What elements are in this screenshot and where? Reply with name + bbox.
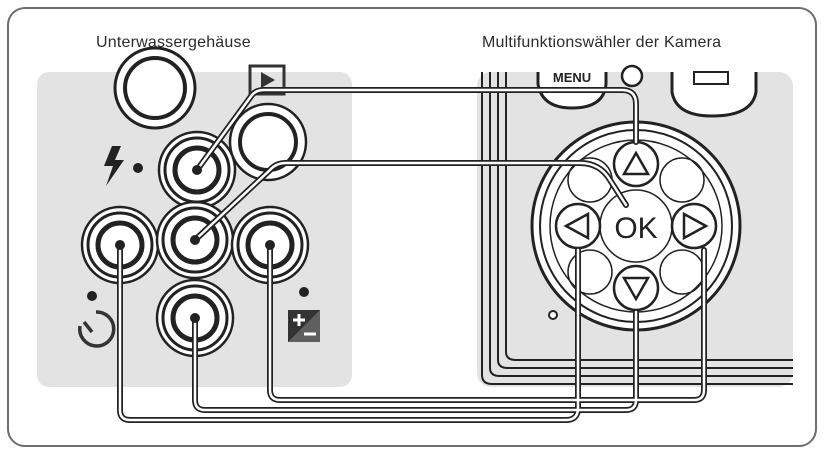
housing-top-button bbox=[113, 46, 197, 130]
arrow-down-icon bbox=[612, 264, 660, 312]
camera-body-contours bbox=[481, 72, 793, 385]
svg-text:MENU: MENU bbox=[553, 70, 591, 85]
camera-indicator-dot bbox=[548, 310, 558, 320]
play-icon bbox=[248, 64, 286, 96]
housing-title: Unterwassergehäuse bbox=[96, 34, 251, 51]
exposure-compensation-icon bbox=[288, 287, 320, 342]
flash-icon bbox=[104, 146, 143, 186]
camera-top-right-button bbox=[670, 71, 758, 118]
arrow-right-icon bbox=[670, 202, 718, 250]
arrow-up-icon bbox=[612, 140, 660, 188]
connector-lines bbox=[117, 87, 707, 423]
self-timer-icon bbox=[77, 291, 116, 348]
camera-small-button bbox=[620, 64, 644, 88]
camera-title: Multifunktionswähler der Kamera bbox=[482, 34, 722, 51]
ok-button-label: OK bbox=[614, 212, 657, 245]
arrow-left-icon bbox=[554, 202, 602, 250]
connector-endpoints bbox=[115, 165, 275, 323]
